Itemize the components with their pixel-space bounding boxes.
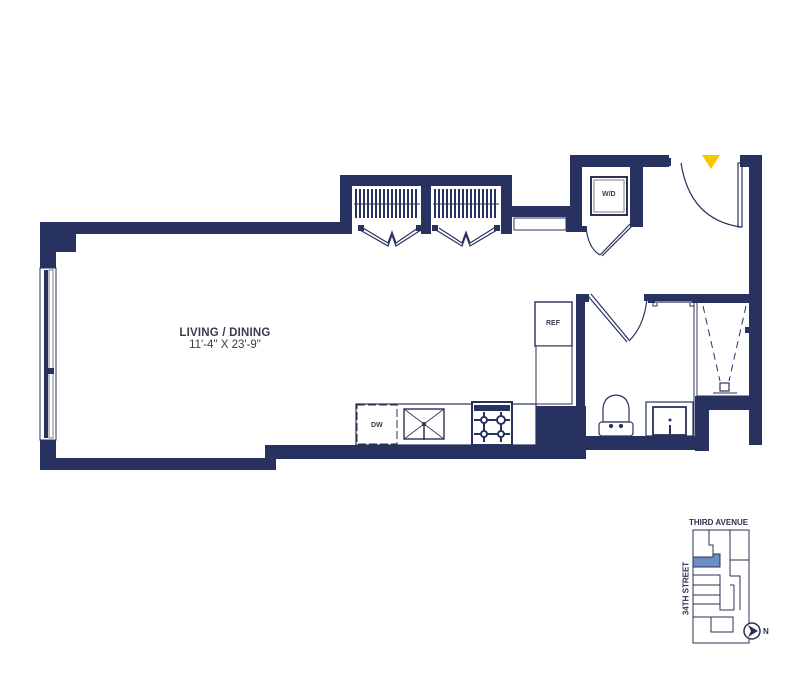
shower — [696, 303, 749, 397]
keyplan-unit-highlight — [692, 553, 721, 568]
north-arrow-icon — [743, 622, 761, 640]
keyplan — [692, 529, 750, 644]
keyplan-north-label: N — [763, 627, 769, 636]
vanity — [645, 401, 694, 437]
entry-triangle-icon — [702, 155, 720, 169]
wd-door — [585, 219, 637, 257]
refrigerator — [534, 301, 573, 405]
keyplan-street-side: 34TH STREET — [681, 561, 691, 616]
room-label-living-dining: LIVING / DINING 11'-4" X 23'-9" — [150, 327, 300, 351]
bath-door — [587, 293, 648, 343]
range — [471, 401, 513, 446]
toilet — [598, 394, 634, 437]
walls — [40, 155, 762, 470]
closet-left — [352, 186, 421, 223]
entry-door — [680, 162, 743, 228]
bifold-doors — [359, 227, 498, 247]
keyplan-street-top: THIRD AVENUE — [689, 518, 749, 527]
label-washer-dryer: W/D — [602, 191, 616, 198]
washer-dryer — [590, 176, 628, 216]
label-refrigerator: REF — [546, 320, 560, 327]
room-dimensions: 11'-4" X 23'-9" — [189, 339, 261, 351]
room-name: LIVING / DINING — [179, 327, 271, 339]
closet-right — [431, 186, 501, 223]
window-left — [39, 267, 57, 441]
label-dishwasher: DW — [371, 422, 383, 429]
